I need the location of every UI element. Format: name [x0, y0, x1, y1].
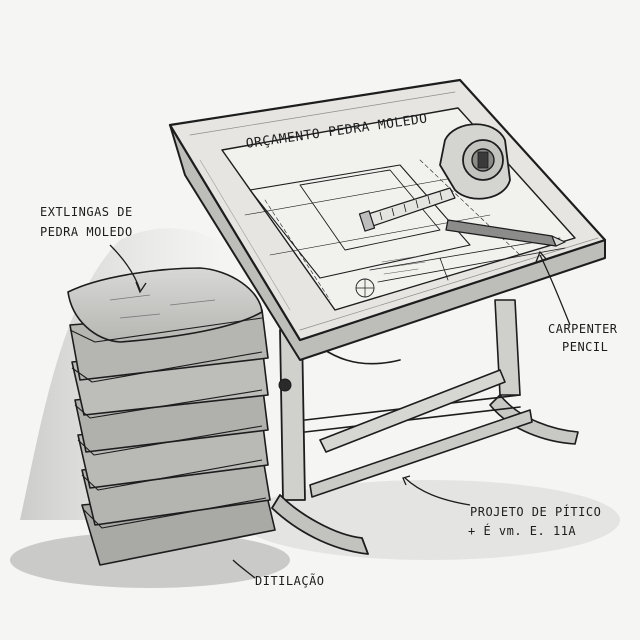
pencil-label-line2: PENCIL	[562, 340, 609, 354]
pencil-label-line1: CARPENTER	[548, 322, 618, 336]
carpenter-pencil-icon	[445, 219, 566, 247]
project-label-line1: PROJETO DE PÍTICO	[470, 505, 602, 519]
callout-leader-lines	[109, 244, 571, 579]
tape-measure-icon	[358, 123, 511, 232]
stone-stack-icon	[67, 267, 276, 566]
stone-label-line1: EXTLINGAS DE	[40, 205, 133, 219]
base-label: DITILAÇÃO	[255, 574, 325, 588]
stone-label-line2: PEDRA MOLEDO	[40, 225, 133, 239]
project-label-line2: + É vm. E. 11A	[468, 524, 577, 538]
